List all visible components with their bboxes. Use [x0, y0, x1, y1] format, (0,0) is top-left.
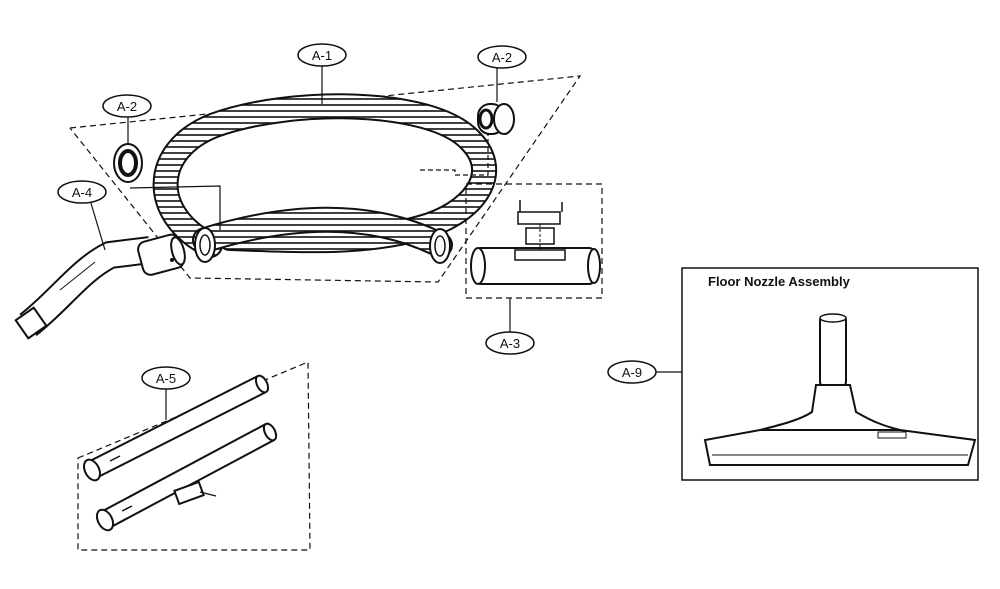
curved-wand-handle-part [14, 233, 186, 340]
callout-a2-right: A-2 [477, 45, 527, 69]
callout-a9-text: A-9 [622, 365, 642, 380]
floor-nozzle-panel: Floor Nozzle Assembly [681, 267, 979, 481]
ring-right-part [477, 103, 515, 135]
callout-a3-text: A-3 [500, 336, 520, 351]
callout-a5: A-5 [141, 366, 191, 420]
callout-a5-text: A-5 [156, 371, 176, 386]
callout-a2-right-text: A-2 [492, 50, 512, 65]
callout-a1: A-1 [297, 43, 347, 67]
ring-left-part [113, 143, 143, 183]
floor-nozzle-title: Floor Nozzle Assembly [708, 274, 851, 289]
callout-a2-left: A-2 [102, 94, 152, 118]
callout-a1-text: A-1 [312, 48, 332, 63]
callout-a9: A-9 [607, 360, 682, 384]
adapter-group-outline [465, 183, 603, 299]
callout-a4: A-4 [57, 180, 107, 251]
callout-a3: A-3 [485, 298, 535, 355]
hose-group-outline [69, 75, 582, 283]
hose-part [152, 93, 498, 264]
adapter-part [470, 200, 601, 285]
extension-wands-part [83, 374, 278, 532]
callout-a2-left-text: A-2 [117, 99, 137, 114]
callout-a4-text: A-4 [72, 185, 92, 200]
